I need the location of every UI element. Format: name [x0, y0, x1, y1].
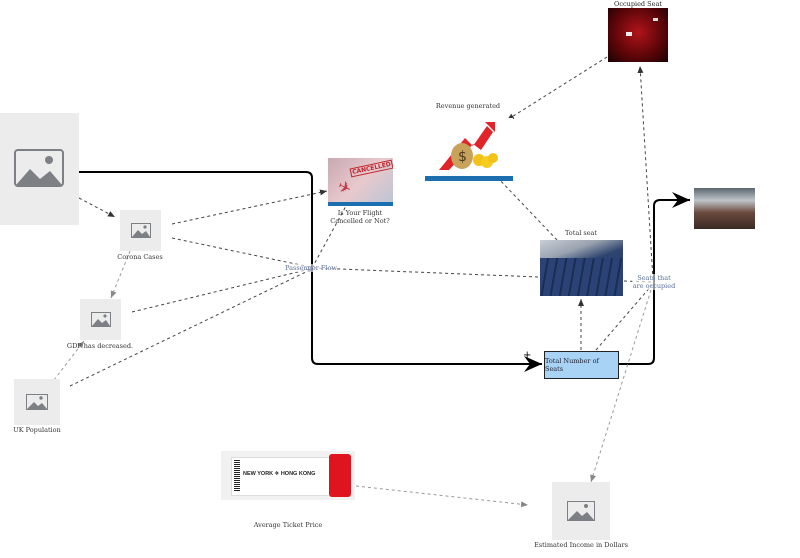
link-occupied-to-income — [590, 289, 652, 483]
gdp-label: GDP has decreased. — [66, 342, 134, 350]
link-occupied-check — [637, 65, 654, 281]
link-gdp-to-flow — [131, 268, 311, 313]
occupied-seat-label: Occupied Seat — [614, 0, 662, 8]
revenue-label: Revenue generated — [435, 102, 501, 110]
average-ticket-price-label: Average Ticket Price — [253, 521, 323, 529]
uk-population-label: UK Population — [13, 426, 61, 434]
image-icon — [26, 394, 48, 410]
link-uk-to-gdp — [53, 340, 85, 381]
estimated-income-label: Estimated Income in Dollars — [534, 541, 628, 549]
link-big-to-corona — [78, 197, 116, 218]
image-icon — [90, 312, 111, 327]
ticket-route: NEW YORK ✈ HONG KONG — [243, 471, 316, 477]
polarity-plus: + — [523, 350, 532, 361]
image-icon — [130, 223, 151, 238]
corona-cases-label: Corona Cases — [117, 253, 163, 261]
total-seat-image — [540, 240, 623, 296]
total-number-of-seats-box[interactable]: Total Number of Seats — [544, 351, 619, 379]
money-growth-icon: $ — [425, 122, 513, 181]
image-icon — [567, 501, 595, 521]
passenger-flow-label: Passenger Flow — [285, 264, 337, 272]
flight-cancelled-image: CANCELLED ✈ — [328, 158, 393, 206]
image-icon — [13, 149, 64, 187]
image-placeholder-large — [0, 113, 79, 225]
occupied-seat-image — [608, 8, 668, 62]
estimated-income-node — [552, 482, 610, 540]
svg-text:$: $ — [458, 149, 467, 165]
passenger-cabin-image — [694, 188, 755, 229]
revenue-image: $ — [425, 118, 513, 181]
flight-cancelled-label: Is Your Flight Cancelled or Not? — [330, 209, 390, 225]
link-corona-to-flow — [171, 237, 311, 268]
link-box-to-occupied — [595, 284, 653, 351]
link-corona-to-cancelled — [171, 189, 328, 225]
link-occupied-to-revenue — [506, 56, 608, 121]
link-ticket-to-income — [355, 485, 529, 508]
ticket-image: NEW YORK ✈ HONG KONG — [221, 451, 355, 500]
link-totalseat-to-flow — [313, 267, 539, 278]
corona-cases-node — [120, 210, 161, 251]
cancelled-stamp: CANCELLED — [349, 159, 393, 178]
link-totalseat-to-revenue — [496, 176, 558, 241]
link-uk-to-flow — [69, 269, 311, 387]
link-corona-to-gdp — [110, 250, 131, 299]
gdp-node — [80, 299, 121, 340]
total-seat-label: Total seat — [564, 229, 598, 237]
uk-population-node — [14, 379, 60, 425]
seats-occupied-label: Seats that are occupied — [632, 274, 676, 290]
airplane-icon: ✈ — [334, 176, 355, 199]
barcode-icon — [234, 460, 240, 492]
